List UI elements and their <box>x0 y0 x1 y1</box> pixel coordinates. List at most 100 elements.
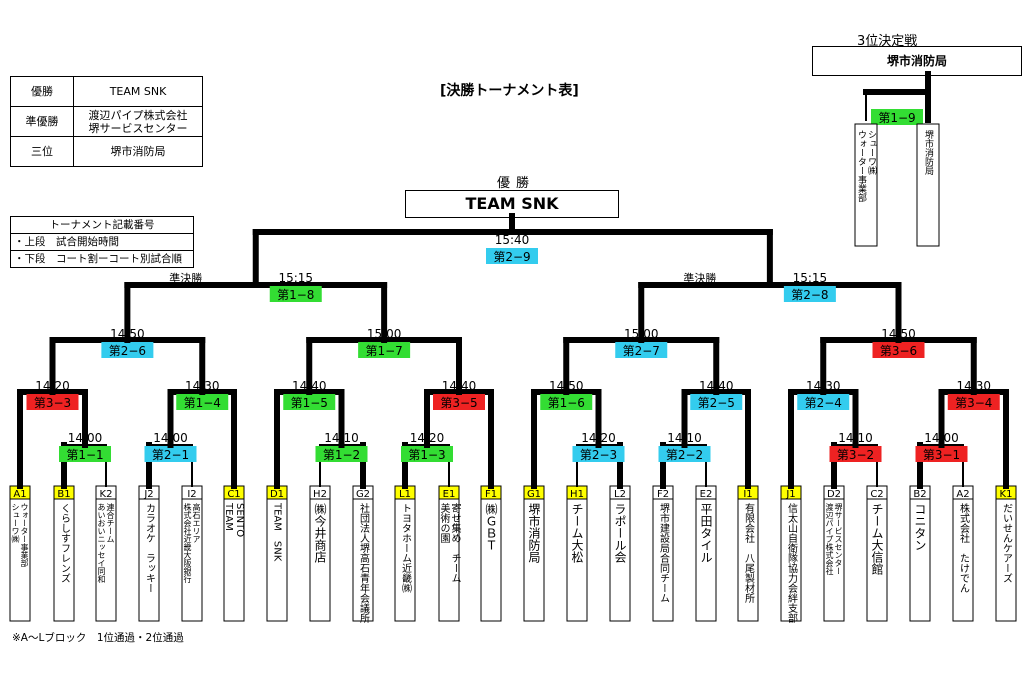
team-name: トヨタホーム近畿㈱ <box>400 503 412 593</box>
team-seed: B1 <box>57 489 70 500</box>
team-seed: L1 <box>399 489 411 500</box>
round1-match-code: 第2−1 <box>152 448 189 462</box>
team-seed: C1 <box>227 489 240 500</box>
round1-match-badge <box>144 446 197 462</box>
numbering-legend: トーナメント記載番号 ・上段 試合開始時間 ・下段 コート割ーコート別試合順 <box>10 216 194 268</box>
team-seed: H2 <box>313 489 327 500</box>
team-name: コニタン <box>913 503 927 551</box>
round2-match-code: 第1−6 <box>548 396 585 410</box>
team-seed: H1 <box>570 489 584 500</box>
round2-match-badge <box>433 394 485 410</box>
team-name-box <box>352 498 374 622</box>
quarterfinal-match-code: 第3−6 <box>880 344 917 358</box>
round2-match-badge <box>176 394 229 410</box>
quarterfinal-match-code: 第2−7 <box>623 344 660 358</box>
team-name-box <box>309 498 331 622</box>
team-seed: E2 <box>700 489 713 500</box>
third-place-team-name: ウォーター事業部 <box>856 130 867 203</box>
team-name: 株式会社 たけでん <box>958 502 970 593</box>
team-name-box <box>823 498 845 622</box>
team-name: 堺市消防局 <box>527 503 541 564</box>
team-name-box <box>952 498 974 622</box>
result-value: 渡辺パイプ株式会社 堺サービスセンター <box>73 106 203 137</box>
team-seed: D2 <box>827 489 841 500</box>
round1-match-code: 第1−2 <box>323 448 360 462</box>
team-name-box <box>695 498 717 622</box>
round1-match-badge <box>315 446 368 462</box>
team-name-box <box>53 498 75 622</box>
team-name-box <box>95 498 117 622</box>
team-seed: F1 <box>485 489 497 500</box>
third-place-team-box <box>854 123 878 247</box>
third-place-team-name: 堺市消防局 <box>923 129 934 176</box>
team-seed: E1 <box>443 489 456 500</box>
round2-match-code: 第2−4 <box>805 396 842 410</box>
team-seed: J1 <box>785 489 795 500</box>
team-name: カラオケ ラッキー <box>144 503 156 593</box>
team-name: 信太山自衛隊協力会絆支部 <box>786 503 798 624</box>
team-seed: A2 <box>956 489 969 500</box>
team-name-box <box>566 498 588 622</box>
team-name-box <box>394 498 416 622</box>
round1-match-code: 第2−3 <box>580 448 617 462</box>
semifinal-label: 準決勝 <box>169 271 202 285</box>
final-match-badge <box>486 248 538 264</box>
round2-match-badge <box>690 394 743 410</box>
team-name: 有限会社 八尾製材所 <box>743 502 755 604</box>
team-name: 平田タイル <box>699 503 713 563</box>
team-name-box <box>9 498 31 622</box>
team-name-box <box>995 498 1017 622</box>
team-name-box <box>866 498 888 622</box>
legend-line: ・下段 コート割ーコート別試合順 <box>11 250 193 267</box>
semifinal-match-badge <box>783 286 836 302</box>
team-name: チーム大松 <box>570 503 584 563</box>
result-value: TEAM SNK <box>73 76 203 107</box>
round1-match-badge <box>59 446 111 462</box>
semifinal-match-time: 15:15 <box>278 271 313 285</box>
third-place-winner: 堺市消防局 <box>812 46 1022 76</box>
third-place-team-name: シューワ㈱ <box>866 130 877 176</box>
team-seed: B2 <box>913 489 926 500</box>
champion-label: 優勝 <box>497 176 536 191</box>
legend-line: ・上段 試合開始時間 <box>11 233 193 250</box>
round1-match-badge <box>401 446 453 462</box>
team-seed: I1 <box>743 489 752 500</box>
team-name-box <box>223 498 245 622</box>
round1-match-code: 第2−2 <box>666 448 703 462</box>
result-value: 堺市消防局 <box>73 136 203 167</box>
final-match-code: 第2−9 <box>493 250 530 264</box>
team-name-box <box>266 498 288 622</box>
third-place-match-badge <box>871 109 923 125</box>
team-name-box <box>438 498 460 622</box>
round2-match-code: 第1−5 <box>291 396 328 410</box>
team-name: 社団法人堺高石青年会議所 <box>358 502 370 624</box>
team-seed: G1 <box>527 489 541 500</box>
round1-match-badge <box>915 446 968 462</box>
results-table: 優勝 TEAM SNK 準優勝 渡辺パイプ株式会社 堺サービスセンター 三位 堺… <box>10 76 203 167</box>
round1-match-code: 第1−1 <box>66 448 103 462</box>
team-name: 連合チーム <box>106 502 115 543</box>
team-name-box <box>138 498 160 622</box>
team-name: 渡辺パイプ株式会社 <box>825 502 834 576</box>
team-name: 美術の園 <box>438 502 450 544</box>
team-name: 堺サービスセンター <box>834 502 843 575</box>
round2-match-code: 第3−5 <box>440 396 477 410</box>
team-seed: J2 <box>143 489 153 500</box>
team-name: ラポール会 <box>613 503 627 564</box>
round2-match-code: 第1−4 <box>184 396 221 410</box>
round1-match-badge <box>829 446 882 462</box>
round2-match-badge <box>947 394 1000 410</box>
quarterfinal-match-code: 第1−7 <box>365 344 402 358</box>
semifinal-match-time: 15:15 <box>793 271 828 285</box>
page-title: [決勝トーナメント表] <box>440 83 579 99</box>
quarterfinal-match-badge <box>615 342 668 358</box>
third-place-heading: 3位決定戦 <box>857 34 918 49</box>
quarterfinal-match-badge <box>358 342 411 358</box>
semifinal-match-code: 第1−8 <box>277 288 314 302</box>
third-place-team-box <box>916 123 940 247</box>
team-name-box <box>523 498 545 622</box>
quarterfinal-match-badge <box>872 342 925 358</box>
legend-title: トーナメント記載番号 <box>49 219 155 231</box>
team-name-box <box>652 498 674 622</box>
